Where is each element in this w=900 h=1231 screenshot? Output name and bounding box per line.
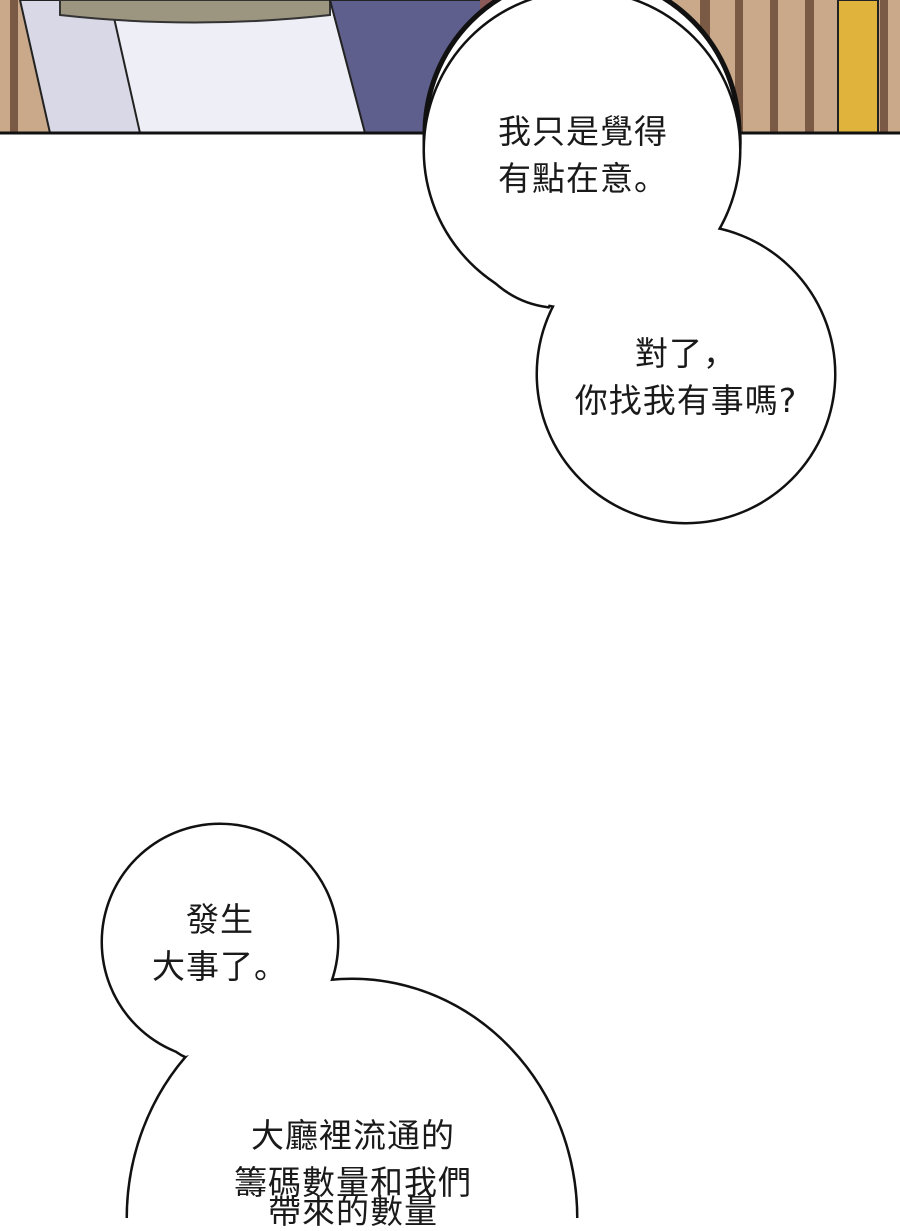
speech-bubble-fills <box>103 0 834 1218</box>
dialogue-line: 對了， <box>634 334 737 373</box>
dialogue-line: 發生 <box>186 900 254 939</box>
dialogue-line: 大事了。 <box>152 947 288 986</box>
dialogue-line: 帶來的數量 <box>268 1192 438 1231</box>
lace-trim <box>59 0 331 24</box>
speech-bubble-1-text: 我只是覺得 有點在意。 <box>498 108 668 202</box>
speech-bubble-3-text: 發生 大事了。 <box>152 896 288 990</box>
dialogue-line: 你找我有事嗎? <box>574 381 798 420</box>
speech-bubble-2-text: 對了， 你找我有事嗎? <box>575 330 798 424</box>
dialogue-line: 我只是覺得 <box>498 112 668 151</box>
dialogue-line: 有點在意。 <box>498 159 668 198</box>
speech-bubble-4-text: 大廳裡流通的 籌碼數量和我們 帶來的數量 <box>234 1112 472 1231</box>
dialogue-line: 籌碼數量和我們 <box>234 1163 472 1202</box>
dialogue-line: 大廳裡流通的 <box>251 1116 455 1155</box>
top-panel-illustration <box>0 0 900 135</box>
